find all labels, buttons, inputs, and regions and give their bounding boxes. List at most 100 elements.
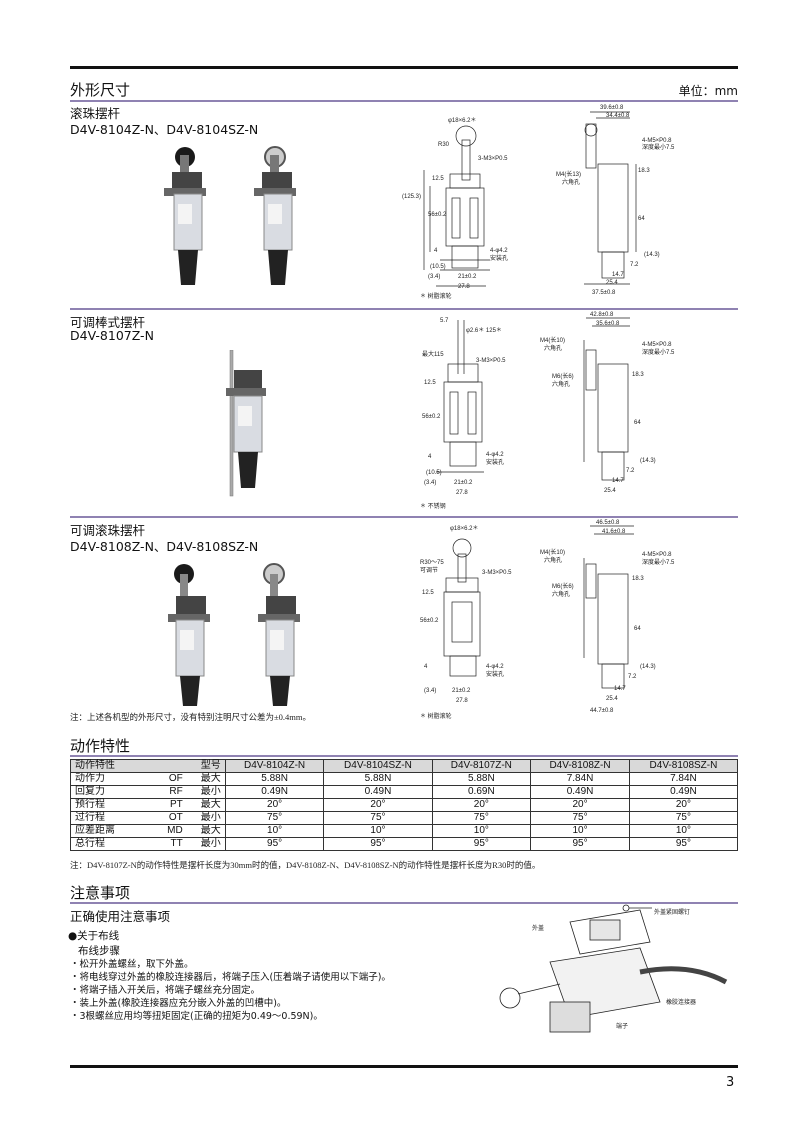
drawing-note-2: ＊ 不锈钢 <box>420 502 446 510</box>
drawing-side-1: 39.6±0.8 34.4±0.8 4-M5×P0.8 深度最小7.5 M4(长… <box>556 105 675 296</box>
dim-b3: 21±0.2 <box>452 688 471 694</box>
section-divider <box>70 516 738 518</box>
dim-m6: M6(长6) <box>552 582 574 590</box>
dim-b4: 27.8 <box>456 698 468 704</box>
drawing-side-2: 42.8±0.8 35.6±0.8 M4(长10) 六角孔 4-M5×P0.8 … <box>540 312 675 494</box>
dim-screw: 3-M3×P0.5 <box>476 358 506 364</box>
cell-value: 75° <box>224 811 325 825</box>
dimensions-note: 注：上述各机型的外形尺寸，没有特别注明尺寸公差为±0.4mm。 <box>70 712 312 722</box>
switch-metal-roller <box>254 146 296 285</box>
wiring-step: ・装上外盖(橡胶连接器应充分嵌入外盖的凹槽中)。 <box>70 998 287 1009</box>
cell-value: 75° <box>323 811 433 825</box>
dim-hex: 六角孔 <box>562 178 580 186</box>
dim-h2: 64 <box>634 420 641 426</box>
dim-m4: M4(长10) <box>540 548 565 556</box>
header-characteristics: 动作特性 <box>69 759 139 773</box>
dimensions-title: 外形尺寸 <box>70 81 131 99</box>
dim-b2: (3.4) <box>424 480 436 486</box>
section-2-title: 可调棒式摆杆 <box>70 315 146 330</box>
row-name: 总行程 <box>69 837 139 851</box>
cell-value: 0.49N <box>628 785 739 799</box>
dim-roller: φ18×6.2＊ <box>450 525 478 532</box>
row-name: 预行程 <box>69 798 139 812</box>
header-type: 型号 <box>138 759 226 773</box>
dim-hex2: 六角孔 <box>552 590 570 598</box>
dim-r2: 可调节 <box>420 566 438 574</box>
dim-4: 4 <box>434 248 438 254</box>
dim-b3: 25.4 <box>604 488 616 494</box>
row-name: 回复力 <box>69 785 139 799</box>
dim-b3: 21±0.2 <box>458 274 477 280</box>
dim-hole: 4-φ4.2 <box>486 664 504 670</box>
dim-h2: 64 <box>638 216 645 222</box>
label-cover-screw: 外盖紧固螺钉 <box>654 908 690 916</box>
cell-value: 20° <box>323 798 433 812</box>
cell-value: 7.84N <box>628 772 739 786</box>
dim-r: 最大115 <box>422 350 444 358</box>
dim-hole2: 安装孔 <box>486 670 504 678</box>
cell-value: 0.69N <box>431 785 532 799</box>
cell-value: 10° <box>323 824 433 838</box>
dim-4: 4 <box>424 664 428 670</box>
cell-value: 75° <box>431 811 532 825</box>
dim-h3: (14.3) <box>644 252 660 258</box>
dim-12-5: 12.5 <box>432 176 444 182</box>
section-divider <box>70 308 738 310</box>
dim-depth: 深度最小7.5 <box>642 558 675 566</box>
wiring-step: ・将电线穿过外盖的橡胶连接器后，将端子压入(压着端子请使用以下端子)。 <box>70 972 391 983</box>
drawing-front-3: φ18×6.2＊ R30～75 可调节 3-M3×P0.5 12.5 56±0.… <box>420 525 512 720</box>
dim-b1: 7.2 <box>630 262 639 268</box>
cell-value: 75° <box>628 811 739 825</box>
section-3-title: 可调滚珠摆杆 <box>70 523 146 538</box>
dim-t2: 41.6±0.8 <box>602 529 626 535</box>
wiring-steps-title: 布线步骤 <box>78 945 120 957</box>
cell-value: 5.88N <box>431 772 532 786</box>
dim-hex2: 六角孔 <box>552 380 570 388</box>
table-header-row: 动作特性 型号 D4V-8104Z-N D4V-8104SZ-N D4V-810… <box>69 759 739 773</box>
dim-b4: 27.8 <box>458 284 470 290</box>
dim-b3: 25.4 <box>606 696 618 702</box>
drawing-front-1: φ18×6.2＊ R30 3-M3×P0.5 12.5 (125.3) 56±0… <box>402 117 508 300</box>
dim-roller: φ18×6.2＊ <box>448 117 476 124</box>
cell-value: 7.84N <box>530 772 630 786</box>
dim-hole: 4-φ4.2 <box>486 452 504 458</box>
section-1-title: 滚珠摆杆 <box>70 106 121 121</box>
dim-h3: (14.3) <box>640 458 656 464</box>
cell-value: 0.49N <box>323 785 433 799</box>
dim-b3: 21±0.2 <box>454 480 473 486</box>
dim-r: R30～75 <box>420 560 444 566</box>
dim-roller: φ2.6＊ 125＊ <box>466 327 502 334</box>
dim-b2: 14.7 <box>612 272 624 278</box>
row-code: OT <box>138 811 187 825</box>
cell-value: 95° <box>323 837 433 851</box>
row-name: 过行程 <box>69 811 139 825</box>
drawing-note-3: ＊ 树脂滚轮 <box>420 712 452 720</box>
wiring-step: ・将端子插入开关后，将端子螺丝充分固定。 <box>70 985 261 996</box>
dim-b2: (3.4) <box>428 274 440 280</box>
section-3-models: D4V-8108Z-N、D4V-8108SZ-N <box>70 539 259 554</box>
dim-b1: (10.5) <box>430 264 446 270</box>
cell-value: 95° <box>431 837 532 851</box>
row-limit: 最大 <box>186 772 226 786</box>
cell-value: 20° <box>530 798 630 812</box>
cell-value: 10° <box>628 824 739 838</box>
drawing-side-3: 46.5±0.8 41.6±0.8 M4(长10) 六角孔 4-M5×P0.8 … <box>540 520 675 714</box>
dim-hole2: 安装孔 <box>490 254 508 262</box>
dim-hex: 六角孔 <box>544 344 562 352</box>
section-divider <box>70 902 738 904</box>
bottom-rule <box>70 1065 738 1068</box>
dim-h3: (14.3) <box>640 664 656 670</box>
dim-b4: 27.8 <box>456 490 468 496</box>
cell-value: 95° <box>224 837 325 851</box>
wiring-steps: ・松开外盖螺丝，取下外盖。 ・将电线穿过外盖的橡胶连接器后，将端子压入(压着端子… <box>70 958 391 1023</box>
header-model: D4V-8104Z-N <box>224 759 325 773</box>
section-2-models: D4V-8107Z-N <box>70 328 154 343</box>
dim-m4: M4(长10) <box>540 336 565 344</box>
row-code: MD <box>138 824 187 838</box>
cell-value: 10° <box>224 824 325 838</box>
dim-b1: (10.5) <box>426 470 442 476</box>
cell-value: 75° <box>530 811 630 825</box>
